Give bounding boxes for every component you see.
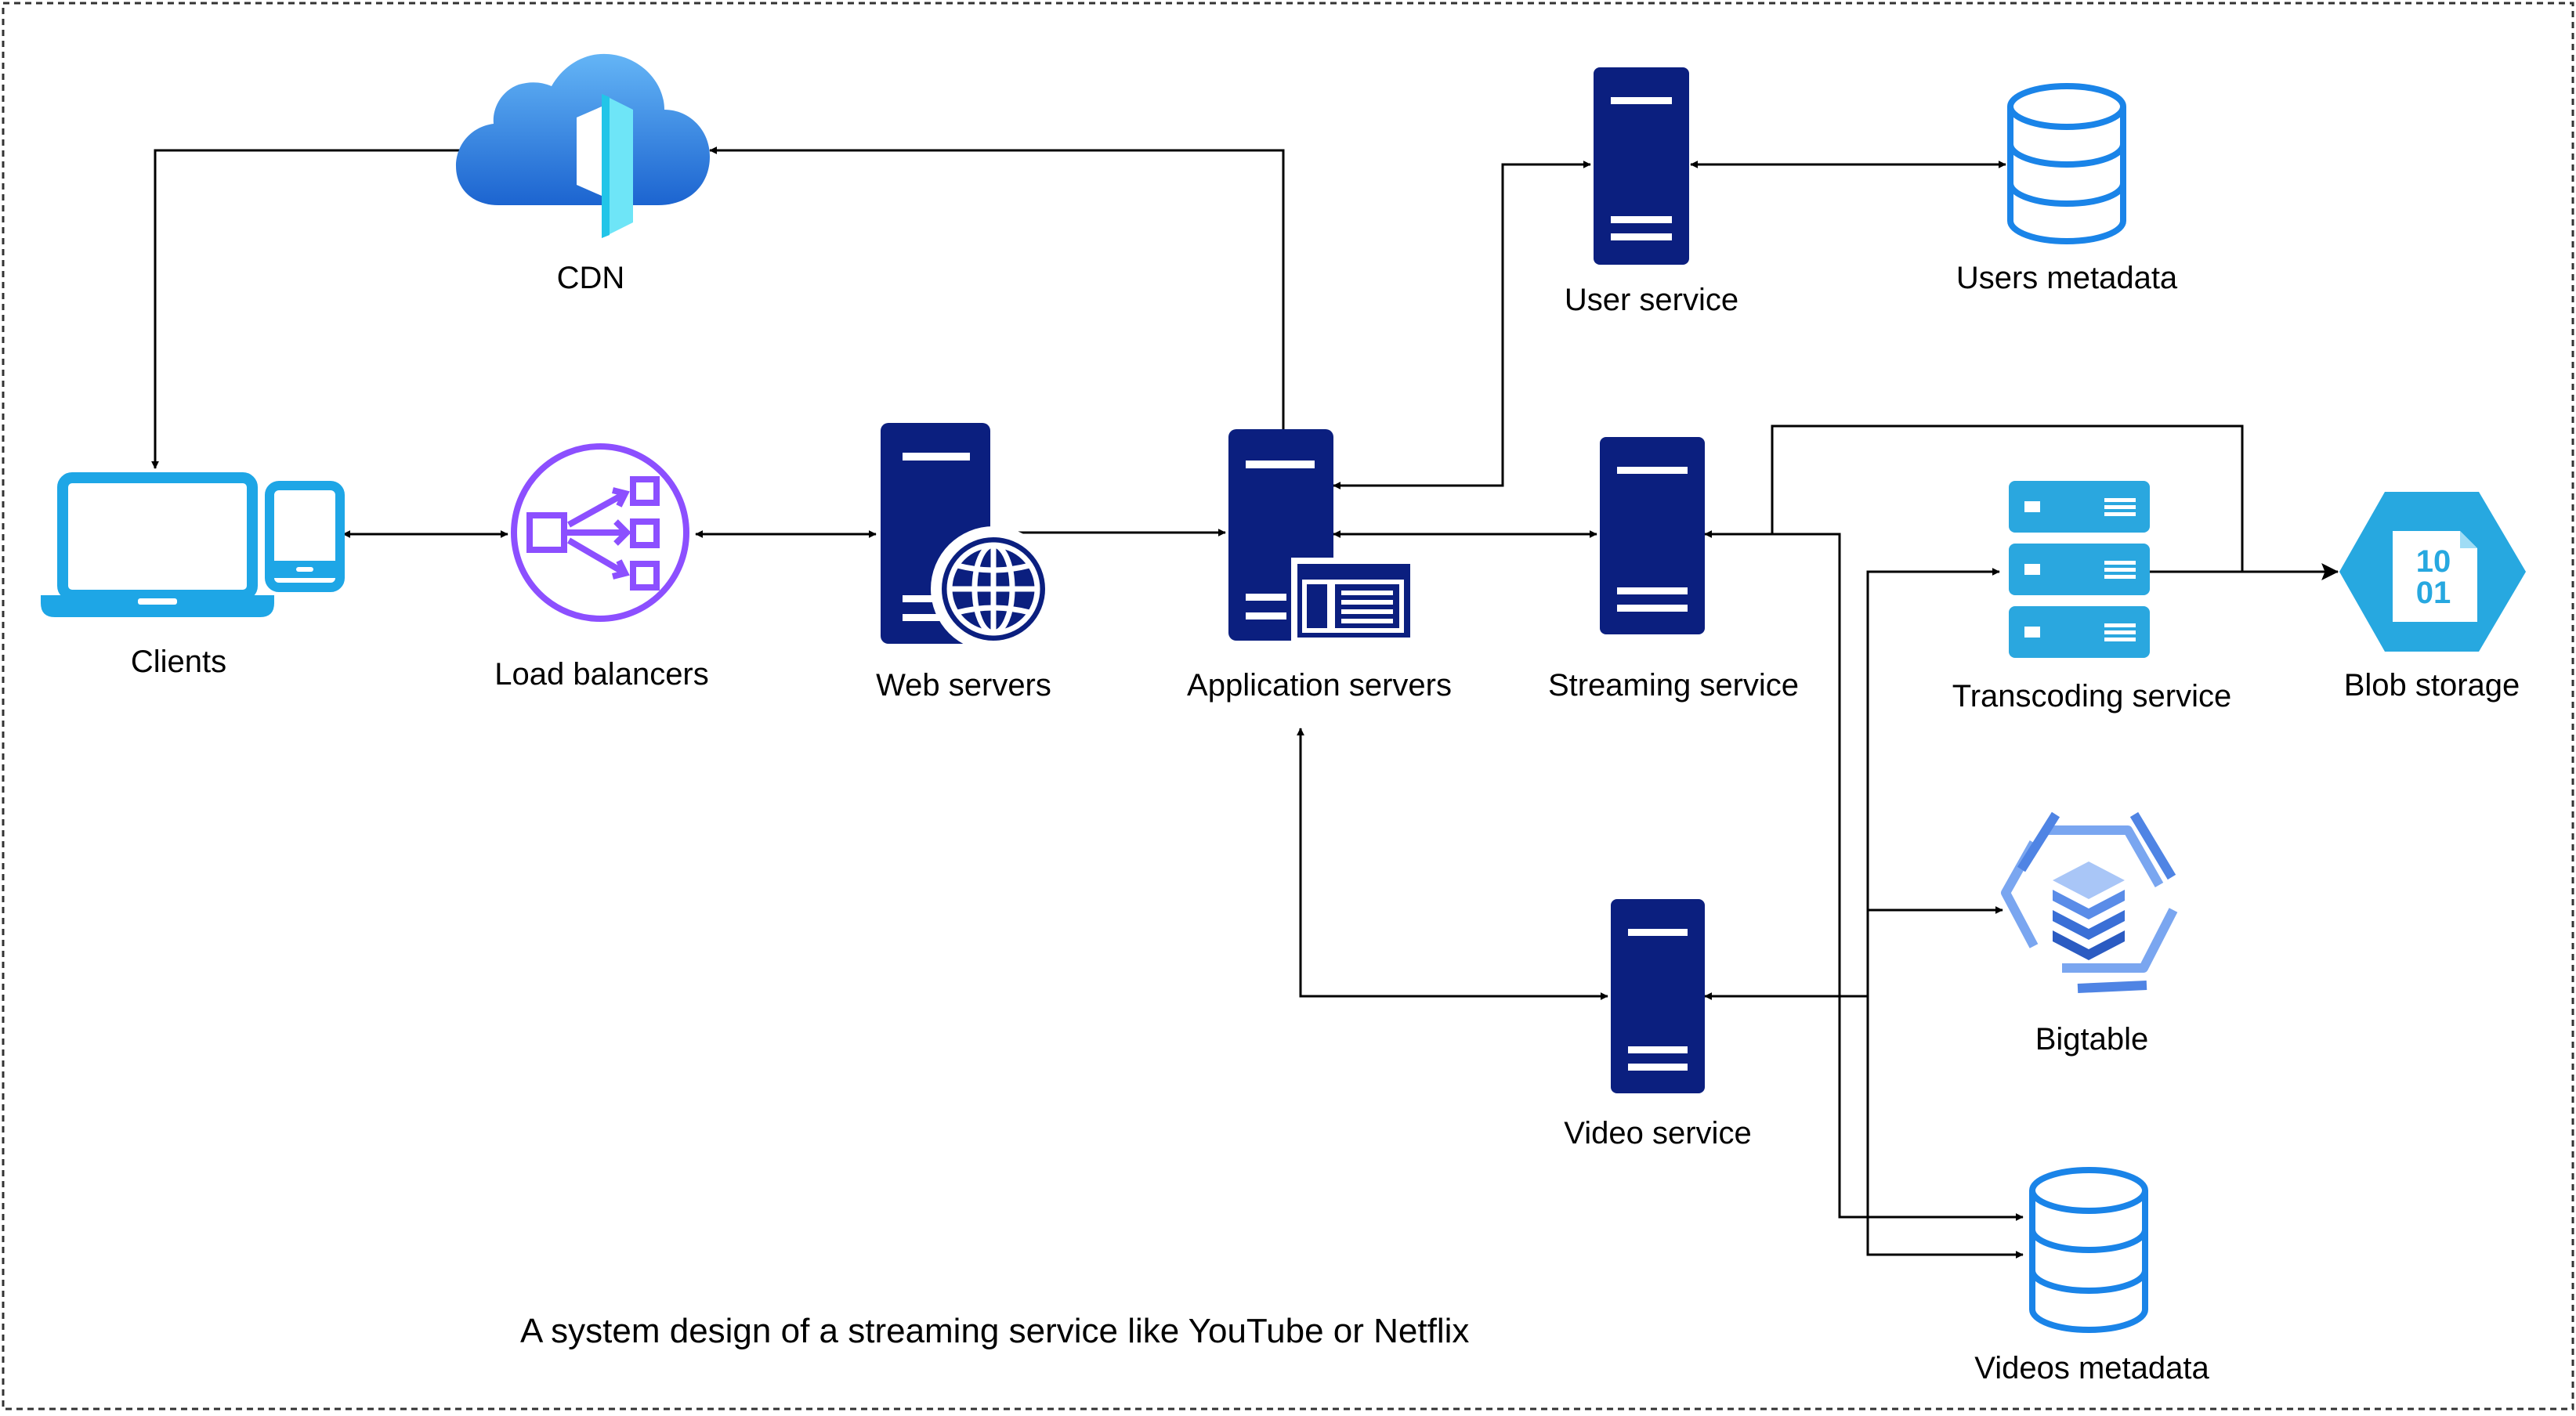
connections xyxy=(151,146,2339,1259)
clients-node[interactable]: Clients xyxy=(41,472,345,679)
clients-label: Clients xyxy=(131,645,226,679)
cdn-node[interactable]: CDN xyxy=(456,53,710,295)
diagram-caption: A system design of a streaming service l… xyxy=(520,1312,1469,1350)
edge-streaming-blob-connector xyxy=(1771,424,2244,572)
blob-storage-icon: 10 01 xyxy=(2339,492,2526,652)
server-icon xyxy=(1594,67,1689,265)
videos-metadata-node[interactable]: Videos metadata xyxy=(1974,1167,2209,1385)
blob-storage-node[interactable]: 10 01 Blob storage xyxy=(2339,492,2526,703)
transcoding-service-label: Transcoding service xyxy=(1952,679,2231,713)
users-metadata-node[interactable]: Users metadata xyxy=(1956,83,2178,295)
database-icon xyxy=(2007,83,2126,244)
transcoding-service-node[interactable]: Transcoding service xyxy=(1952,481,2231,713)
video-service-label: Video service xyxy=(1564,1116,1751,1150)
cloud-cdn-icon xyxy=(456,53,710,238)
bigtable-label: Bigtable xyxy=(2035,1022,2149,1057)
edge-video-service-videos-metadata xyxy=(1866,996,2024,1259)
edge-cdn-application-servers xyxy=(709,146,1287,500)
edge-streaming-service-videos-metadata xyxy=(1704,530,2024,1221)
user-service-node[interactable]: User service xyxy=(1565,67,1738,317)
streaming-service-node[interactable]: Streaming service xyxy=(1548,437,1799,703)
user-service-label: User service xyxy=(1565,283,1738,317)
application-servers-label: Application servers xyxy=(1187,668,1452,703)
database-icon xyxy=(2029,1167,2148,1333)
edge-application-servers-user-service xyxy=(1333,161,1591,489)
web-server-icon xyxy=(881,423,1056,652)
streaming-service-label: Streaming service xyxy=(1548,668,1799,703)
bigtable-icon xyxy=(2001,811,2178,993)
web-servers-label: Web servers xyxy=(876,668,1051,703)
cdn-label: CDN xyxy=(557,261,625,295)
blob-glyph-bottom: 01 xyxy=(2416,576,2451,610)
blob-glyph-top: 10 xyxy=(2416,544,2451,579)
users-metadata-label: Users metadata xyxy=(1956,261,2178,295)
edge-cdn-to-clients xyxy=(151,149,495,469)
load-balancers-label: Load balancers xyxy=(494,657,709,692)
application-server-icon xyxy=(1228,429,1416,642)
video-service-node[interactable]: Video service xyxy=(1564,899,1752,1150)
load-balancers-node[interactable]: Load balancers xyxy=(494,443,709,692)
application-servers-node[interactable]: Application servers xyxy=(1187,429,1452,703)
server-icon xyxy=(1600,437,1705,634)
edge-application-servers-video-service xyxy=(1297,728,1608,1000)
laptop-phone-icon xyxy=(41,472,345,617)
load-balancer-icon xyxy=(511,443,689,622)
edge-video-service-transcoding xyxy=(1866,568,2000,996)
bigtable-node[interactable]: Bigtable xyxy=(2001,811,2178,1057)
web-servers-node[interactable]: Web servers xyxy=(876,423,1056,703)
server-stack-icon xyxy=(2009,481,2150,658)
server-icon xyxy=(1611,899,1705,1093)
videos-metadata-label: Videos metadata xyxy=(1974,1351,2209,1385)
blob-storage-label: Blob storage xyxy=(2344,668,2520,703)
